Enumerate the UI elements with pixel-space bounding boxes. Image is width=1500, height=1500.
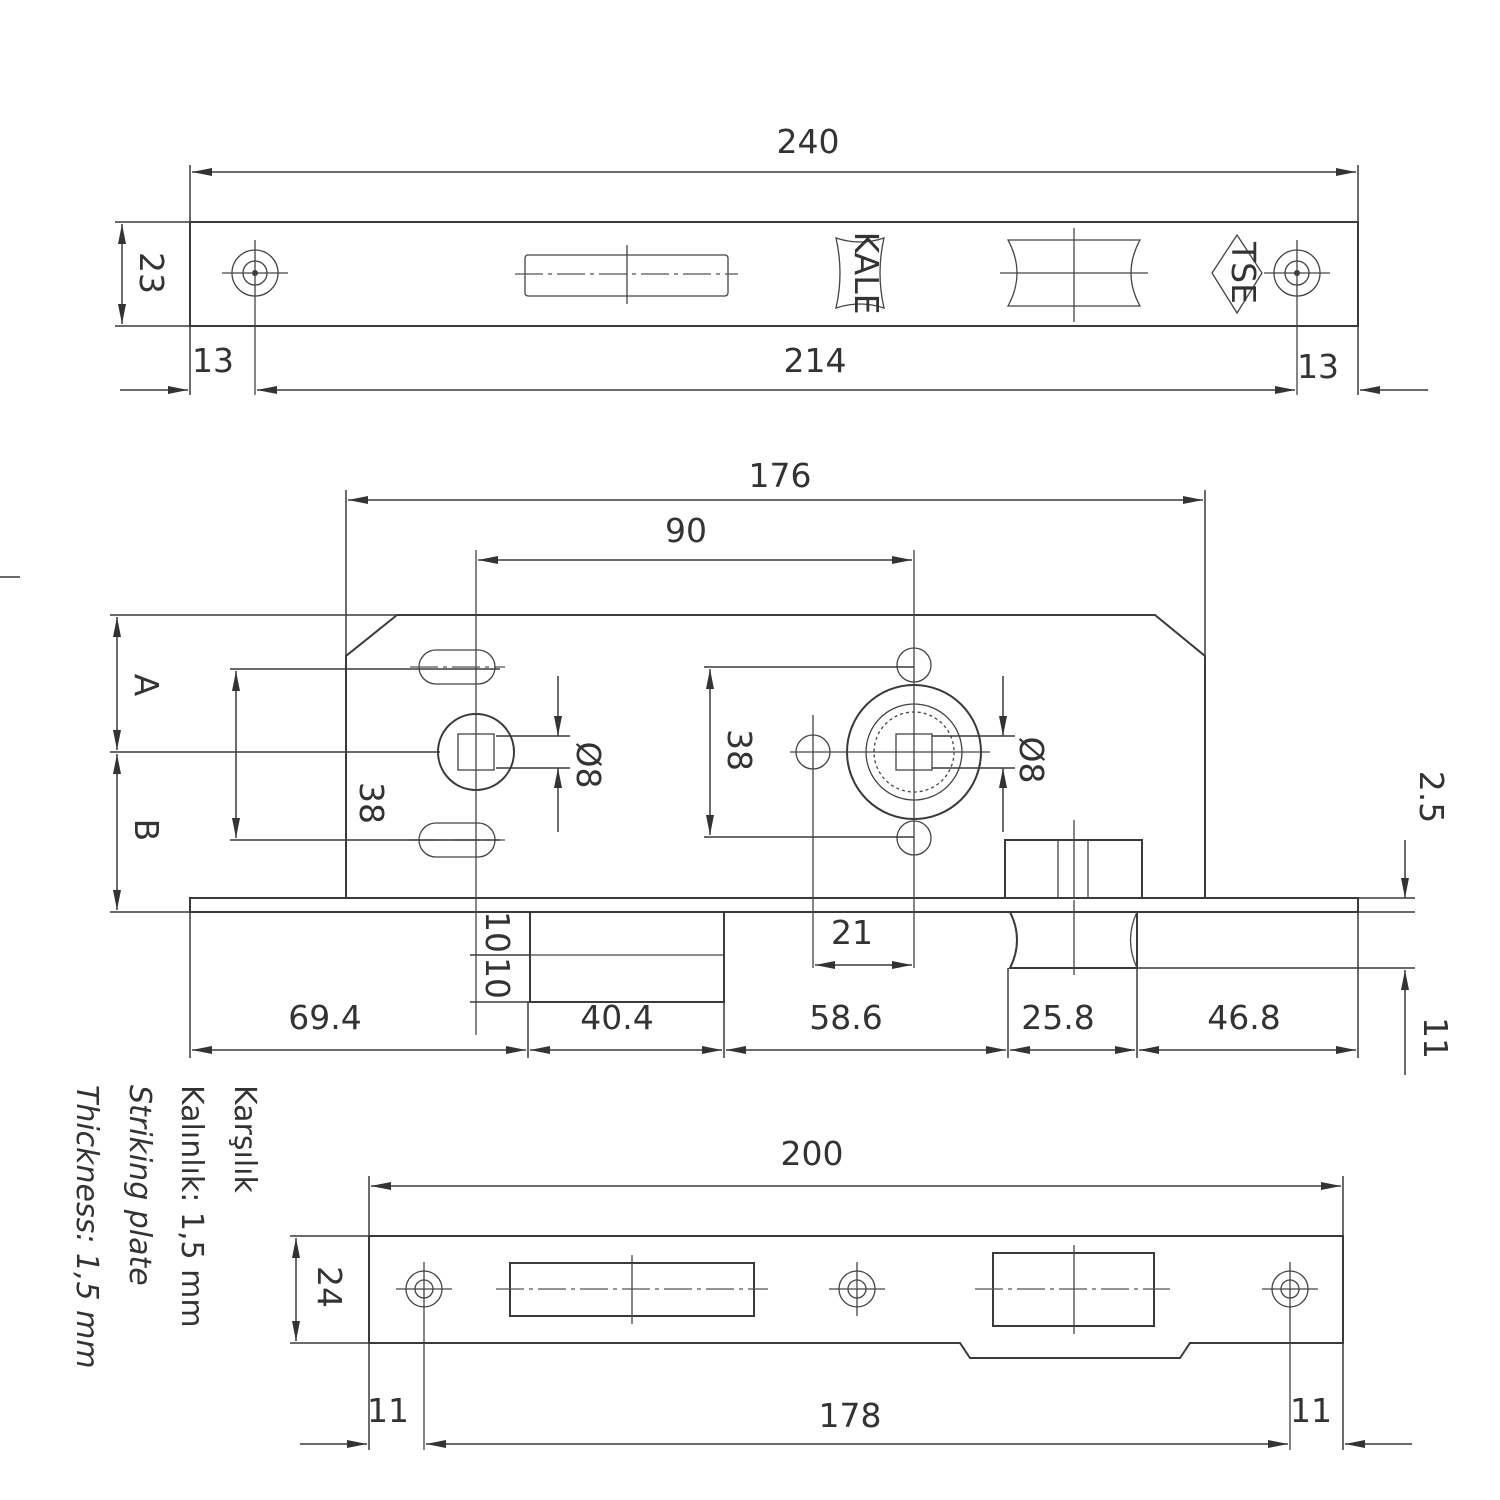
latch-bolt [1008,900,1138,975]
dim-10-lower: 10 [478,957,517,999]
latch-housing [1004,820,1143,899]
note-kalinlik: Kalınlık: 1,5 mm [174,1085,209,1328]
dim-A: A [127,674,166,697]
dim-2-5: 2.5 [1412,771,1451,823]
dim-38-right: 38 [720,729,759,771]
dim-25-8: 25.8 [1021,998,1094,1037]
dim-11-left: 11 [367,1391,409,1430]
striking-plate-outline [368,1235,1344,1359]
dim-38-left: 38 [352,782,391,824]
note-karsilik: Karşılık [227,1085,262,1193]
dim-69-4: 69.4 [288,998,361,1037]
dim-90: 90 [665,511,707,550]
note-striking-plate: Striking plate [122,1085,157,1286]
dim-24: 24 [310,1266,349,1308]
dim-13-right: 13 [1297,347,1339,386]
dim-diameter-8-left: Ø8 [569,742,608,789]
dim-40-4: 40.4 [580,998,653,1037]
dim-diameter-8-right: Ø8 [1012,737,1051,784]
screw-hole-3 [1262,1262,1318,1450]
deadbolt-opening [496,1255,768,1324]
dim-58-6: 58.6 [809,998,882,1037]
kale-logo: KALE [835,232,886,315]
screw-hole-right [1264,240,1330,395]
latch-opening [1000,228,1148,322]
dim-10-upper: 10 [478,911,517,953]
note-thickness: Thickness: 1,5 mm [69,1085,104,1369]
dim-23: 23 [132,252,171,294]
faceplate-top-view: KALE TSE 240 23 13 214 13 [115,122,1428,395]
key-cylinder-follower [790,550,990,968]
deadbolt-slot [515,245,738,304]
dim-11: 11 [1416,1017,1455,1059]
dim-178: 178 [819,1396,882,1435]
latch-opening [975,1245,1170,1334]
dim-214: 214 [784,341,847,380]
lock-case-outline [345,614,1206,898]
faceplate-outline [189,221,1359,327]
striking-plate-view: 200 24 11 178 11 [290,1134,1412,1450]
dim-176: 176 [749,456,812,495]
svg-text:TSE: TSE [1224,241,1263,304]
dim-11-right: 11 [1290,1391,1332,1430]
dim-200: 200 [781,1134,844,1173]
screw-hole-1 [396,1262,452,1450]
striking-plate-notes: Karşılık Kalınlık: 1,5 mm Striking plate… [69,1085,262,1369]
dim-B: B [127,819,166,842]
dim-46-8: 46.8 [1207,998,1280,1037]
dim-240: 240 [777,122,840,161]
svg-text:KALE: KALE [847,232,886,315]
screw-hole-left [222,240,288,395]
faceplate [189,897,1359,913]
tse-logo: TSE [1211,233,1263,315]
screw-hole-2 [829,1262,885,1316]
dim-21: 21 [831,913,873,952]
dim-13-left: 13 [192,341,234,380]
deadbolt [529,911,725,1003]
lock-body-side-view: 176 90 A B 38 Ø8 38 Ø8 21 10 10 2.5 11 6… [0,456,1455,1075]
